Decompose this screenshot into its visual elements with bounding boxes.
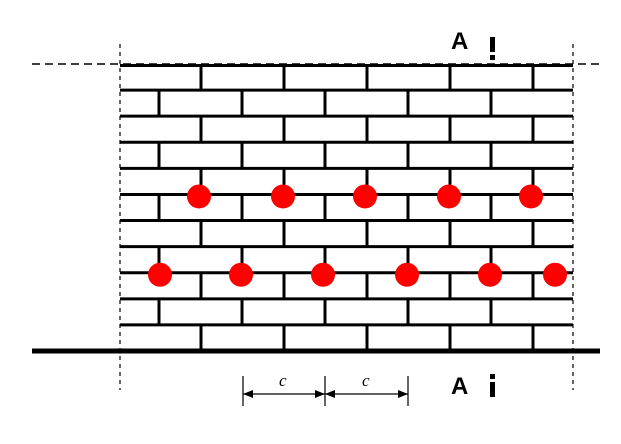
anchor-point: [543, 262, 567, 287]
brick-courses: [120, 64, 573, 351]
anchor-point: [271, 184, 295, 209]
dimension-arrow: [325, 390, 335, 398]
anchor-point: [519, 184, 543, 209]
dimension-arrow: [315, 390, 325, 398]
dimension-arrow: [243, 390, 253, 398]
anchor-point: [395, 262, 419, 287]
dimension-arrow: [398, 390, 408, 398]
anchor-point: [187, 184, 211, 209]
anchor-point: [478, 262, 502, 287]
section-marker-top: [490, 37, 495, 60]
dimension-label: c: [279, 371, 287, 390]
anchor-points: [148, 184, 567, 287]
anchor-point: [229, 262, 253, 287]
section-label-top: A: [451, 28, 468, 55]
section-marker-bottom: [490, 374, 495, 397]
anchor-point: [311, 262, 335, 287]
anchor-point: [437, 184, 461, 209]
spacing-dimension: c c: [242, 371, 409, 406]
section-label-bottom: A: [451, 373, 468, 400]
dimension-label: c: [362, 371, 370, 390]
anchor-point: [148, 262, 172, 287]
anchor-point: [353, 184, 377, 209]
